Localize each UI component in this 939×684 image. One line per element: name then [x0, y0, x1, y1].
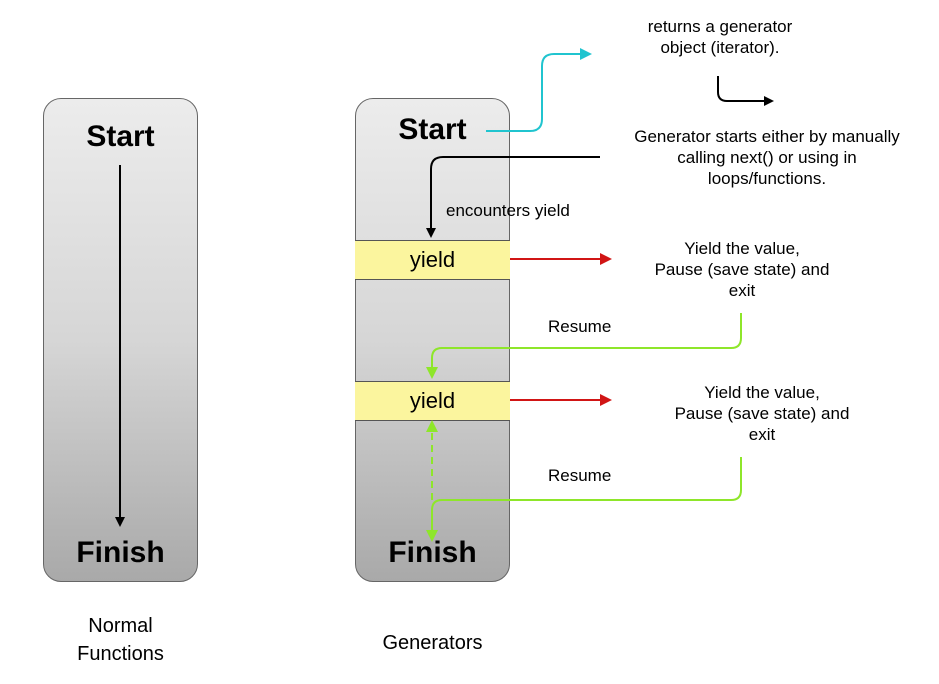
yield2-note: Yield the value, Pause (save state) and …: [642, 382, 882, 445]
yield1-note-line3: exit: [728, 281, 756, 300]
starts-to-yield-arrow: [426, 156, 600, 238]
yield1-note-line1: Yield the value,: [684, 239, 800, 258]
normal-caption-line2: Functions: [77, 643, 164, 665]
generator-starts-line1: Generator starts either by manually: [634, 127, 900, 146]
returns-note-line1: returns a generator: [647, 17, 793, 36]
resume2-arrow: [426, 457, 742, 542]
generator-starts-line3: loops/functions.: [707, 169, 827, 188]
resume1-arrow: [426, 313, 742, 379]
yield-box-2: yield: [355, 381, 510, 421]
generators-caption: Generators: [382, 632, 483, 654]
resume1-label: Resume: [548, 317, 612, 336]
generator-starts-line2: calling next() or using in: [677, 148, 857, 167]
returns-note: returns a generator object (iterator).: [600, 16, 840, 58]
generator-start-label: Start: [398, 113, 467, 146]
normal-start-label: Start: [86, 120, 155, 153]
generator-starts-note: Generator starts either by manually call…: [600, 126, 934, 189]
yield2-note-line2: Pause (save state) and: [674, 404, 850, 423]
returns-to-starts-arrow: [717, 76, 774, 106]
normal-finish-label: Finish: [76, 536, 165, 569]
generators-column: [355, 98, 510, 582]
yield1-note-line2: Pause (save state) and: [654, 260, 830, 279]
normal-caption-line1: Normal: [88, 615, 153, 637]
returns-note-line2: object (iterator).: [660, 38, 780, 57]
yield1-note: Yield the value, Pause (save state) and …: [622, 238, 862, 301]
yield-box-1: yield: [355, 240, 510, 280]
normal-functions-caption: Normal Functions: [43, 612, 198, 668]
encounters-yield-label: encounters yield: [446, 201, 570, 220]
returns-generator-arrow: [486, 48, 592, 132]
yield2-note-line1: Yield the value,: [704, 383, 820, 402]
yield2-note-line3: exit: [748, 425, 776, 444]
resume2-label: Resume: [548, 466, 612, 485]
